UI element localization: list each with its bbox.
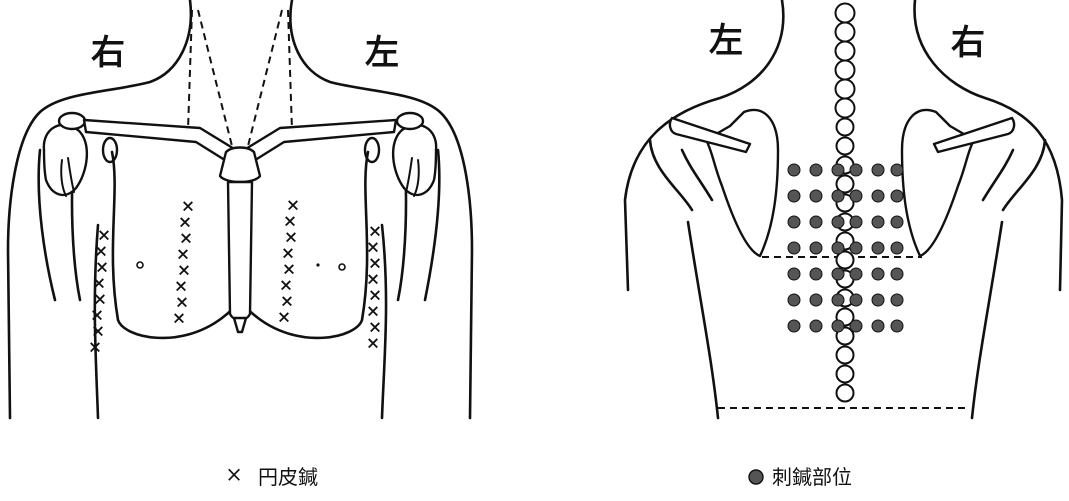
front-sternum	[228, 182, 252, 320]
needle-dot	[810, 320, 822, 332]
needle-dot	[872, 190, 884, 202]
vertebra-circle	[836, 80, 855, 99]
vertebra-circle	[837, 119, 854, 136]
front-legend-symbol: ×	[225, 463, 243, 487]
x-mark: ×	[366, 334, 380, 354]
needle-dot	[872, 216, 884, 228]
front-view: ×××××××××××××××××××××××××××××××× 右 左 × 円…	[8, 0, 472, 489]
front-nipple-left	[339, 264, 345, 270]
x-mark: ×	[172, 309, 186, 329]
needle-dot	[788, 164, 800, 176]
needle-dot	[850, 268, 862, 280]
front-humerus-head-left	[393, 125, 436, 195]
needle-dot	[872, 242, 884, 254]
back-arm-right-outline	[983, 140, 1045, 210]
needle-dot	[810, 242, 822, 254]
front-acromion-left	[397, 113, 423, 129]
front-xiphoid	[234, 318, 246, 332]
front-humerus-head-right	[44, 125, 87, 195]
needle-dot	[788, 294, 800, 306]
front-acromion-right	[59, 113, 85, 129]
needle-dot	[891, 164, 903, 176]
back-legend-text: 刺鍼部位	[772, 465, 852, 489]
needle-dot	[891, 268, 903, 280]
back-arm-left-outline	[650, 140, 712, 210]
vertebra-circle	[836, 4, 855, 23]
front-coracoid-right	[103, 138, 117, 162]
needle-dot	[788, 242, 800, 254]
needle-dot	[872, 268, 884, 280]
back-legend-dot	[749, 470, 763, 484]
x-mark: ×	[277, 308, 291, 328]
back-view: 左 右 刺鍼部位	[625, 0, 1062, 489]
front-neck-dash-right-2	[198, 10, 232, 146]
needle-dot	[788, 190, 800, 202]
x-mark: ×	[88, 338, 102, 358]
back-label-right: 右	[951, 23, 985, 63]
needle-dot	[850, 216, 862, 228]
front-nipple-right	[137, 262, 143, 268]
needle-dot	[810, 190, 822, 202]
needle-dot	[850, 190, 862, 202]
needle-dot	[850, 242, 862, 254]
needle-dot	[891, 216, 903, 228]
needle-dot	[832, 164, 844, 176]
vertebra-circle	[836, 99, 855, 118]
needle-dot	[832, 294, 844, 306]
back-torso-right-side	[972, 222, 1002, 418]
needle-dot	[788, 216, 800, 228]
needle-dot	[872, 164, 884, 176]
needle-dot	[891, 320, 903, 332]
vertebra-circle	[836, 42, 855, 61]
vertebra-circle	[836, 23, 855, 42]
spinal-vertebrae	[836, 4, 855, 402]
back-torso-left-side	[688, 222, 718, 418]
needle-dot	[850, 320, 862, 332]
needle-dot	[832, 216, 844, 228]
needle-dot	[891, 190, 903, 202]
needle-dot	[872, 320, 884, 332]
vertebra-circle	[837, 385, 854, 402]
back-scapula-right	[902, 110, 974, 256]
needle-dot	[810, 268, 822, 280]
needle-dot	[850, 164, 862, 176]
needle-dot	[810, 294, 822, 306]
needle-dot	[788, 268, 800, 280]
needle-dot	[832, 190, 844, 202]
vertebra-circle	[837, 366, 854, 383]
front-label-right: 右	[91, 33, 125, 73]
needle-dot	[872, 294, 884, 306]
back-label-left: 左	[709, 21, 743, 61]
needle-dot	[810, 164, 822, 176]
needle-dot	[832, 320, 844, 332]
vertebra-circle	[837, 347, 854, 364]
front-legend-text: 円皮鍼	[258, 465, 318, 489]
needle-dot	[832, 242, 844, 254]
needle-dot	[850, 294, 862, 306]
front-dot-mark	[316, 263, 319, 266]
front-manubrium	[220, 148, 260, 183]
needle-dot	[891, 294, 903, 306]
needle-dot	[788, 320, 800, 332]
needle-dot	[810, 216, 822, 228]
front-neck-dash-left-2	[248, 10, 282, 146]
vertebra-circle	[836, 61, 855, 80]
front-torso-left-side	[382, 225, 386, 418]
vertebra-circle	[837, 138, 854, 155]
needle-dot	[832, 268, 844, 280]
needle-dot	[891, 242, 903, 254]
front-label-left: 左	[365, 33, 399, 73]
